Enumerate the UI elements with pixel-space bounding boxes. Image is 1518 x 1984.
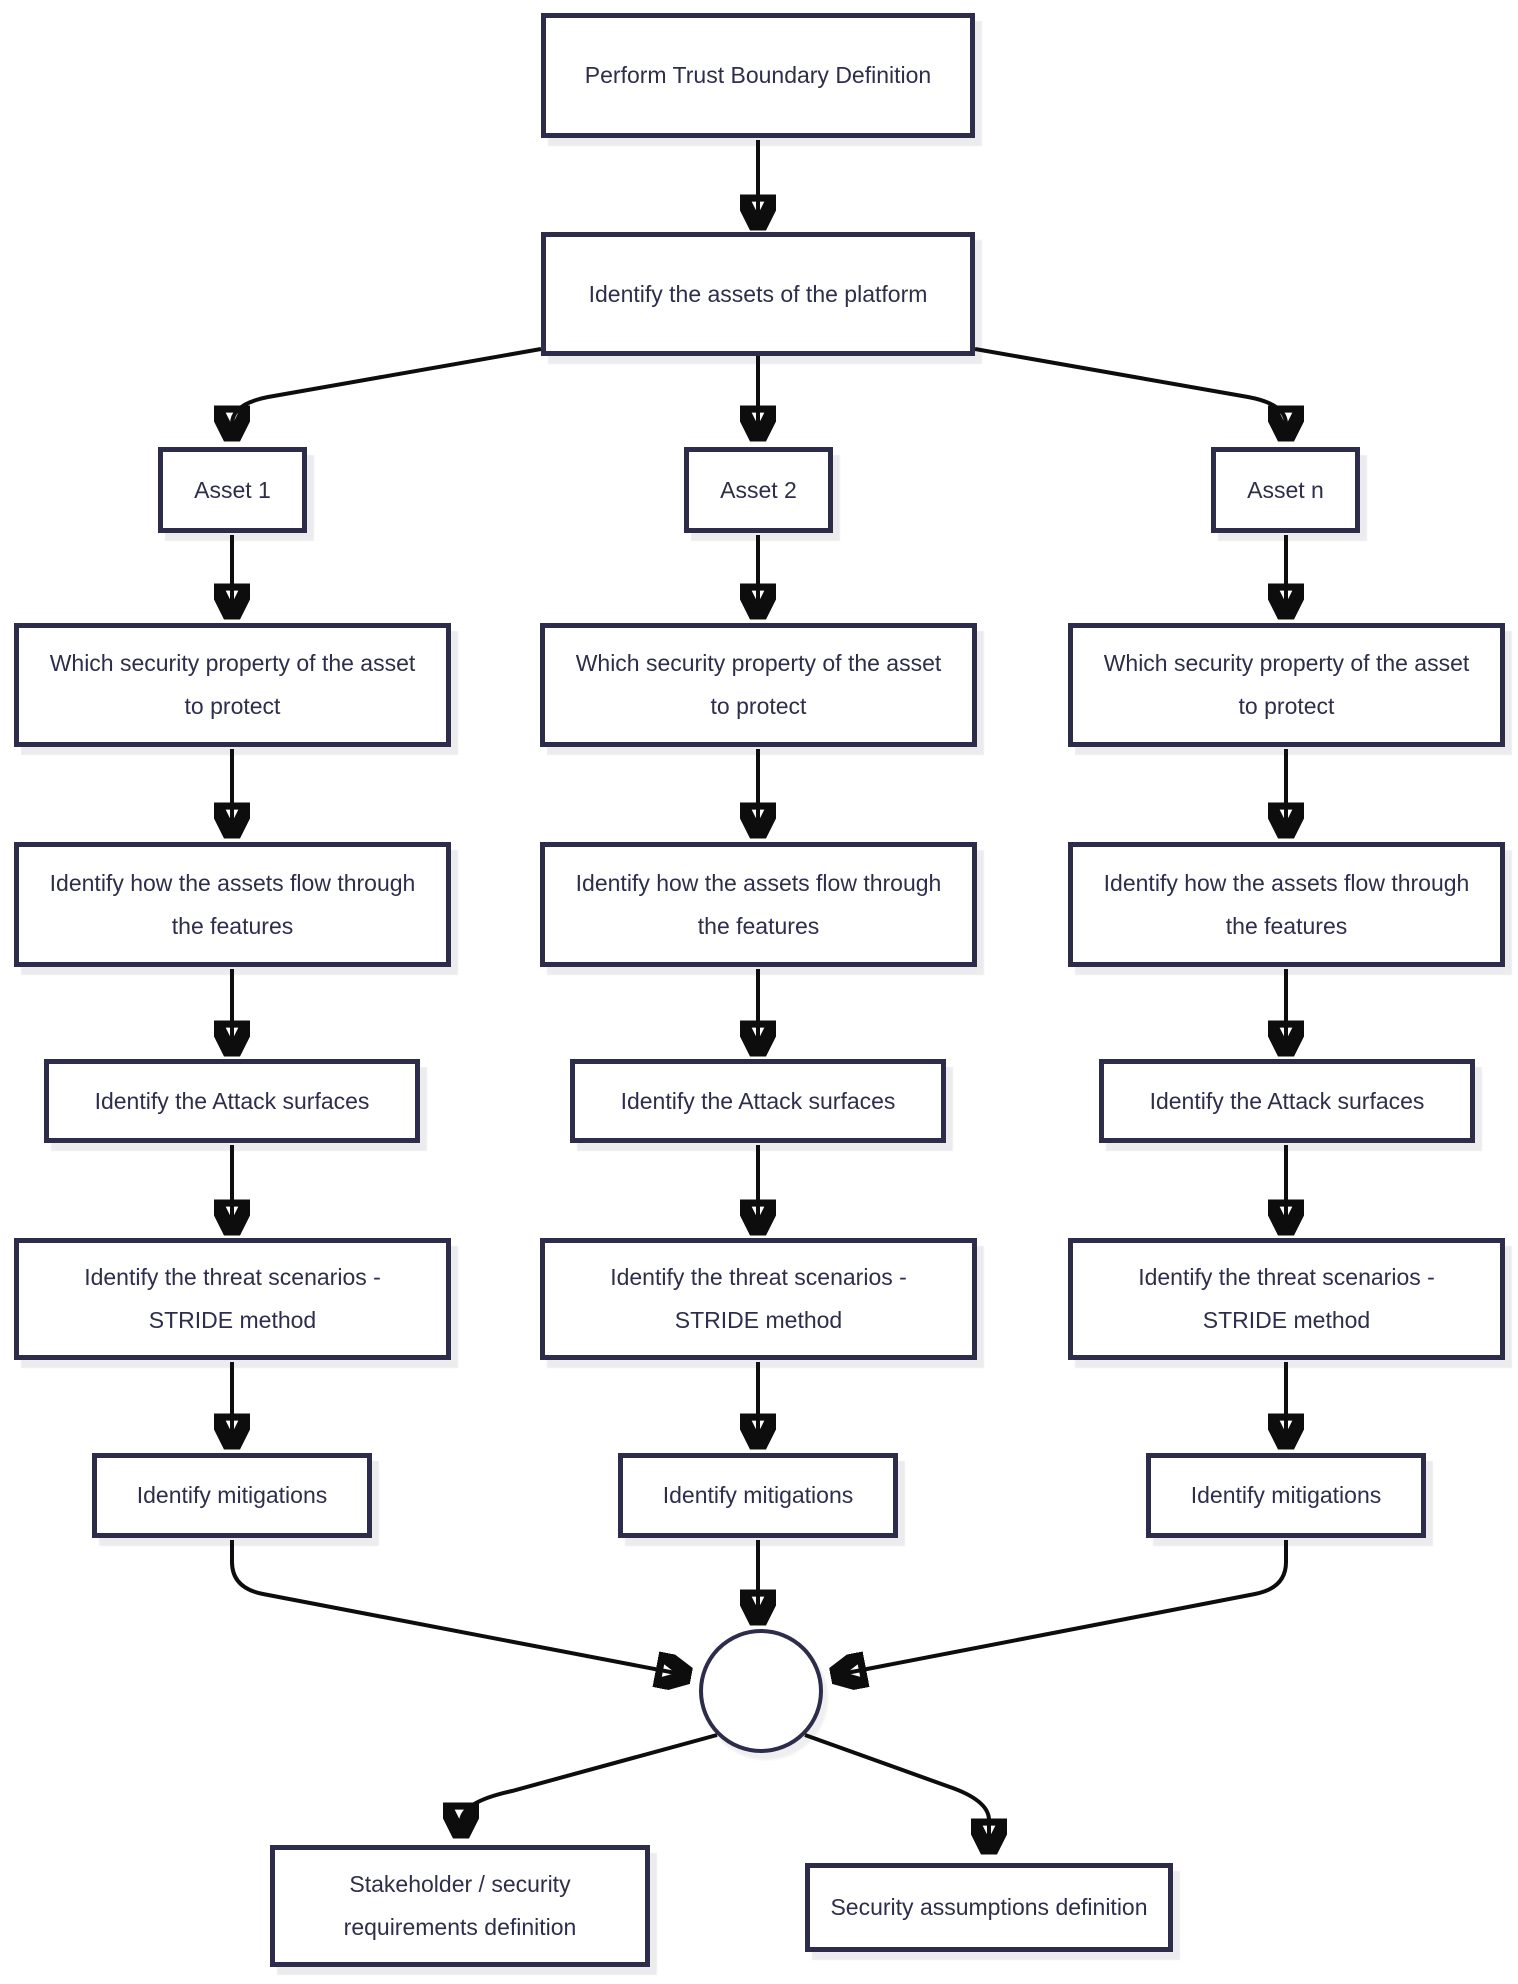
node-security-property-col1: Which security property of the asset to … — [14, 623, 451, 747]
node-security-property-col2: Which security property of the asset to … — [540, 623, 977, 747]
node-label: Identify the Attack surfaces — [94, 1087, 370, 1114]
node-label: Identify mitigations — [662, 1482, 854, 1509]
node-label: Which security property of the asset to … — [575, 650, 942, 719]
node-identify-assets: Identify the assets of the platform — [541, 232, 975, 356]
node-mitigations-col3: Identify mitigations — [1146, 1453, 1426, 1538]
connector-circle-to-stakeholder — [461, 1733, 718, 1833]
node-label: Identify the threat scenarios - STRIDE m… — [610, 1264, 907, 1333]
node-trust-boundary-definition: Perform Trust Boundary Definition — [541, 13, 975, 138]
connector-assets-to-asset1 — [232, 347, 542, 436]
node-asset-flow-col3: Identify how the assets flow through the… — [1068, 842, 1505, 967]
node-security-property-col3: Which security property of the asset to … — [1068, 623, 1505, 747]
node-label: Identify the threat scenarios - STRIDE m… — [84, 1264, 381, 1333]
node-label: Perform Trust Boundary Definition — [584, 62, 932, 89]
node-label: Identify how the assets flow through the… — [1103, 869, 1470, 939]
node-label: Stakeholder / security requirements defi… — [343, 1871, 577, 1940]
node-label: Identify mitigations — [1190, 1482, 1382, 1509]
node-mitigations-col2: Identify mitigations — [618, 1453, 898, 1538]
node-security-assumptions: Security assumptions definition — [805, 1863, 1173, 1952]
node-label: Asset 1 — [194, 476, 271, 503]
node-attack-surfaces-col1: Identify the Attack surfaces — [44, 1059, 420, 1143]
node-asset-2: Asset 2 — [684, 447, 833, 533]
node-asset-n: Asset n — [1211, 447, 1360, 533]
node-asset-1: Asset 1 — [158, 447, 307, 533]
node-label: Which security property of the asset to … — [1103, 650, 1470, 719]
node-label: Identify the threat scenarios - STRIDE m… — [1138, 1264, 1435, 1333]
node-asset-flow-col1: Identify how the assets flow through the… — [14, 842, 451, 967]
node-label: Identify how the assets flow through the… — [575, 869, 942, 939]
convergence-node — [699, 1629, 823, 1753]
node-label: Identify how the assets flow through the… — [49, 869, 416, 939]
connector-col3-to-circle — [836, 1540, 1288, 1675]
node-label: Which security property of the asset to … — [49, 650, 416, 719]
node-attack-surfaces-col2: Identify the Attack surfaces — [570, 1059, 946, 1143]
node-mitigations-col1: Identify mitigations — [92, 1453, 372, 1538]
node-threat-scenarios-col3: Identify the threat scenarios - STRIDE m… — [1068, 1238, 1505, 1360]
node-label: Asset n — [1247, 476, 1324, 503]
connector-circle-to-assumptions — [804, 1733, 989, 1849]
node-label: Identify mitigations — [136, 1482, 328, 1509]
node-stakeholder-requirements: Stakeholder / security requirements defi… — [270, 1845, 650, 1967]
node-label: Identify the Attack surfaces — [1149, 1087, 1425, 1114]
node-threat-scenarios-col2: Identify the threat scenarios - STRIDE m… — [540, 1238, 977, 1360]
connector-col1-to-circle — [230, 1540, 686, 1675]
connector-assets-to-assetn — [974, 347, 1286, 436]
node-asset-flow-col2: Identify how the assets flow through the… — [540, 842, 977, 967]
node-label: Identify the assets of the platform — [588, 280, 928, 307]
node-attack-surfaces-col3: Identify the Attack surfaces — [1099, 1059, 1475, 1143]
node-threat-scenarios-col1: Identify the threat scenarios - STRIDE m… — [14, 1238, 451, 1360]
node-label: Security assumptions definition — [830, 1894, 1148, 1921]
node-label: Asset 2 — [720, 476, 797, 503]
node-label: Identify the Attack surfaces — [620, 1087, 896, 1114]
